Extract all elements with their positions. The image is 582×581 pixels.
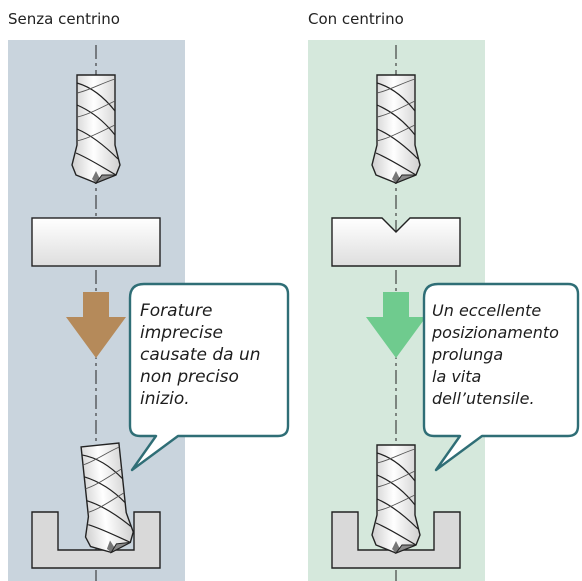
workpiece-icon: [31, 511, 161, 569]
callout-text-with-center: Un eccellente posizionamento prolunga la…: [432, 300, 559, 410]
callout-line: Un eccellente: [432, 301, 542, 320]
heading-with-center: Con centrino: [308, 10, 404, 28]
drill-bit-icon: [371, 74, 421, 184]
callout-line: prolunga: [432, 345, 504, 364]
callout-line: non preciso: [140, 367, 239, 387]
callout-line: causate da un: [140, 345, 261, 365]
heading-without-center: Senza centrino: [8, 10, 120, 28]
workpiece-with-center-hole-icon: [331, 217, 461, 267]
callout-line: dell’utensile.: [432, 389, 535, 408]
speech-bubble-icon: [128, 282, 290, 472]
workpiece-icon: [331, 511, 461, 569]
callout-line: inizio.: [140, 389, 190, 409]
drill-bit-icon: [371, 444, 421, 554]
callout-line: imprecise: [140, 323, 223, 343]
drill-bit-icon: [71, 74, 121, 184]
down-arrow-icon: [66, 292, 126, 358]
workpiece-icon: [31, 217, 161, 267]
callout-line: la vita: [432, 367, 482, 386]
speech-bubble-icon: [422, 282, 580, 472]
callout-line: posizionamento: [432, 323, 559, 342]
callout-line: Forature: [140, 301, 213, 321]
callout-text-without-center: Forature imprecise causate da un non pre…: [140, 300, 261, 410]
down-arrow-icon: [366, 292, 426, 358]
